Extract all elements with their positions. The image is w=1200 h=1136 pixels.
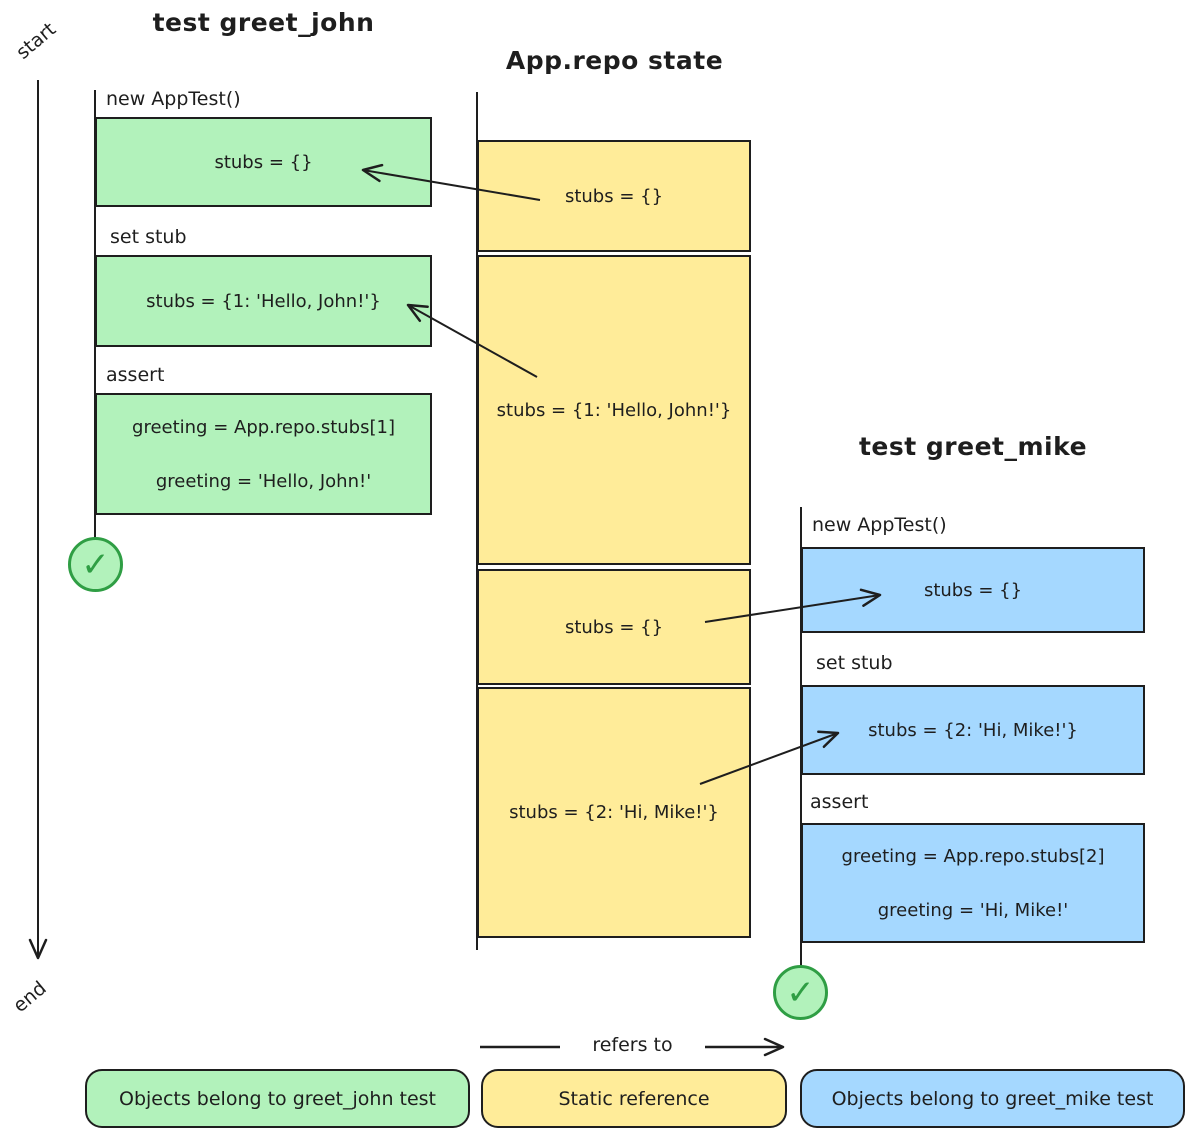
check-glyph: ✓ — [786, 972, 815, 1013]
legend-static-reference-label: Static reference — [558, 1087, 710, 1110]
check-glyph: ✓ — [81, 544, 110, 585]
repo-state-box-1: stubs = {} — [477, 140, 751, 252]
mike-assert-line-1: greeting = App.repo.stubs[2] — [841, 845, 1105, 867]
greet-john-title: test greet_john — [152, 8, 375, 37]
mike-step-assert-label: assert — [810, 791, 869, 813]
repo-state-3-text: stubs = {} — [564, 616, 664, 638]
repo-state-1-text: stubs = {} — [564, 185, 664, 207]
repo-state-box-4: stubs = {2: 'Hi, Mike!'} — [477, 687, 751, 938]
john-pass-check-icon: ✓ — [68, 537, 123, 592]
repo-state-2-text: stubs = {1: 'Hello, John!'} — [496, 399, 732, 421]
mike-step-set-stub-label: set stub — [816, 652, 893, 674]
legend-greet-john-label: Objects belong to greet_john test — [118, 1087, 437, 1110]
john-step-assert-label: assert — [106, 364, 165, 386]
john-step-set-stub-label: set stub — [110, 226, 187, 248]
mike-assert-box: greeting = App.repo.stubs[2] greeting = … — [801, 823, 1145, 943]
mike-new-apptest-text: stubs = {} — [923, 579, 1023, 601]
john-set-stub-box: stubs = {1: 'Hello, John!'} — [95, 255, 432, 347]
legend-static-reference: Static reference — [481, 1069, 787, 1128]
john-assert-line-1: greeting = App.repo.stubs[1] — [132, 416, 395, 438]
john-new-apptest-text: stubs = {} — [214, 151, 313, 173]
legend-greet-mike-label: Objects belong to greet_mike test — [831, 1087, 1154, 1110]
mike-assert-line-2: greeting = 'Hi, Mike!' — [877, 899, 1069, 921]
repo-state-4-text: stubs = {2: 'Hi, Mike!'} — [509, 802, 719, 823]
john-assert-box: greeting = App.repo.stubs[1] greeting = … — [95, 393, 432, 515]
john-set-stub-text: stubs = {1: 'Hello, John!'} — [146, 290, 381, 312]
john-new-apptest-box: stubs = {} — [95, 117, 432, 207]
john-step-new-apptest-label: new AppTest() — [106, 88, 241, 110]
app-repo-title: App.repo state — [505, 46, 724, 75]
mike-pass-check-icon: ✓ — [773, 965, 828, 1020]
repo-state-box-2: stubs = {1: 'Hello, John!'} — [477, 255, 751, 565]
mike-new-apptest-box: stubs = {} — [801, 547, 1145, 633]
legend-greet-john-objects: Objects belong to greet_john test — [85, 1069, 470, 1128]
john-assert-line-2: greeting = 'Hello, John!' — [155, 470, 372, 492]
mike-set-stub-box: stubs = {2: 'Hi, Mike!'} — [801, 685, 1145, 775]
legend-greet-mike-objects: Objects belong to greet_mike test — [800, 1069, 1185, 1128]
greet-mike-title: test greet_mike — [858, 432, 1088, 461]
axis-end-label: end — [9, 977, 51, 1017]
repo-state-box-3: stubs = {} — [477, 569, 751, 685]
mike-set-stub-text: stubs = {2: 'Hi, Mike!'} — [868, 719, 1078, 741]
axis-start-label: start — [12, 18, 61, 64]
mike-step-new-apptest-label: new AppTest() — [812, 514, 947, 536]
refers-to-label: refers to — [560, 1032, 705, 1058]
